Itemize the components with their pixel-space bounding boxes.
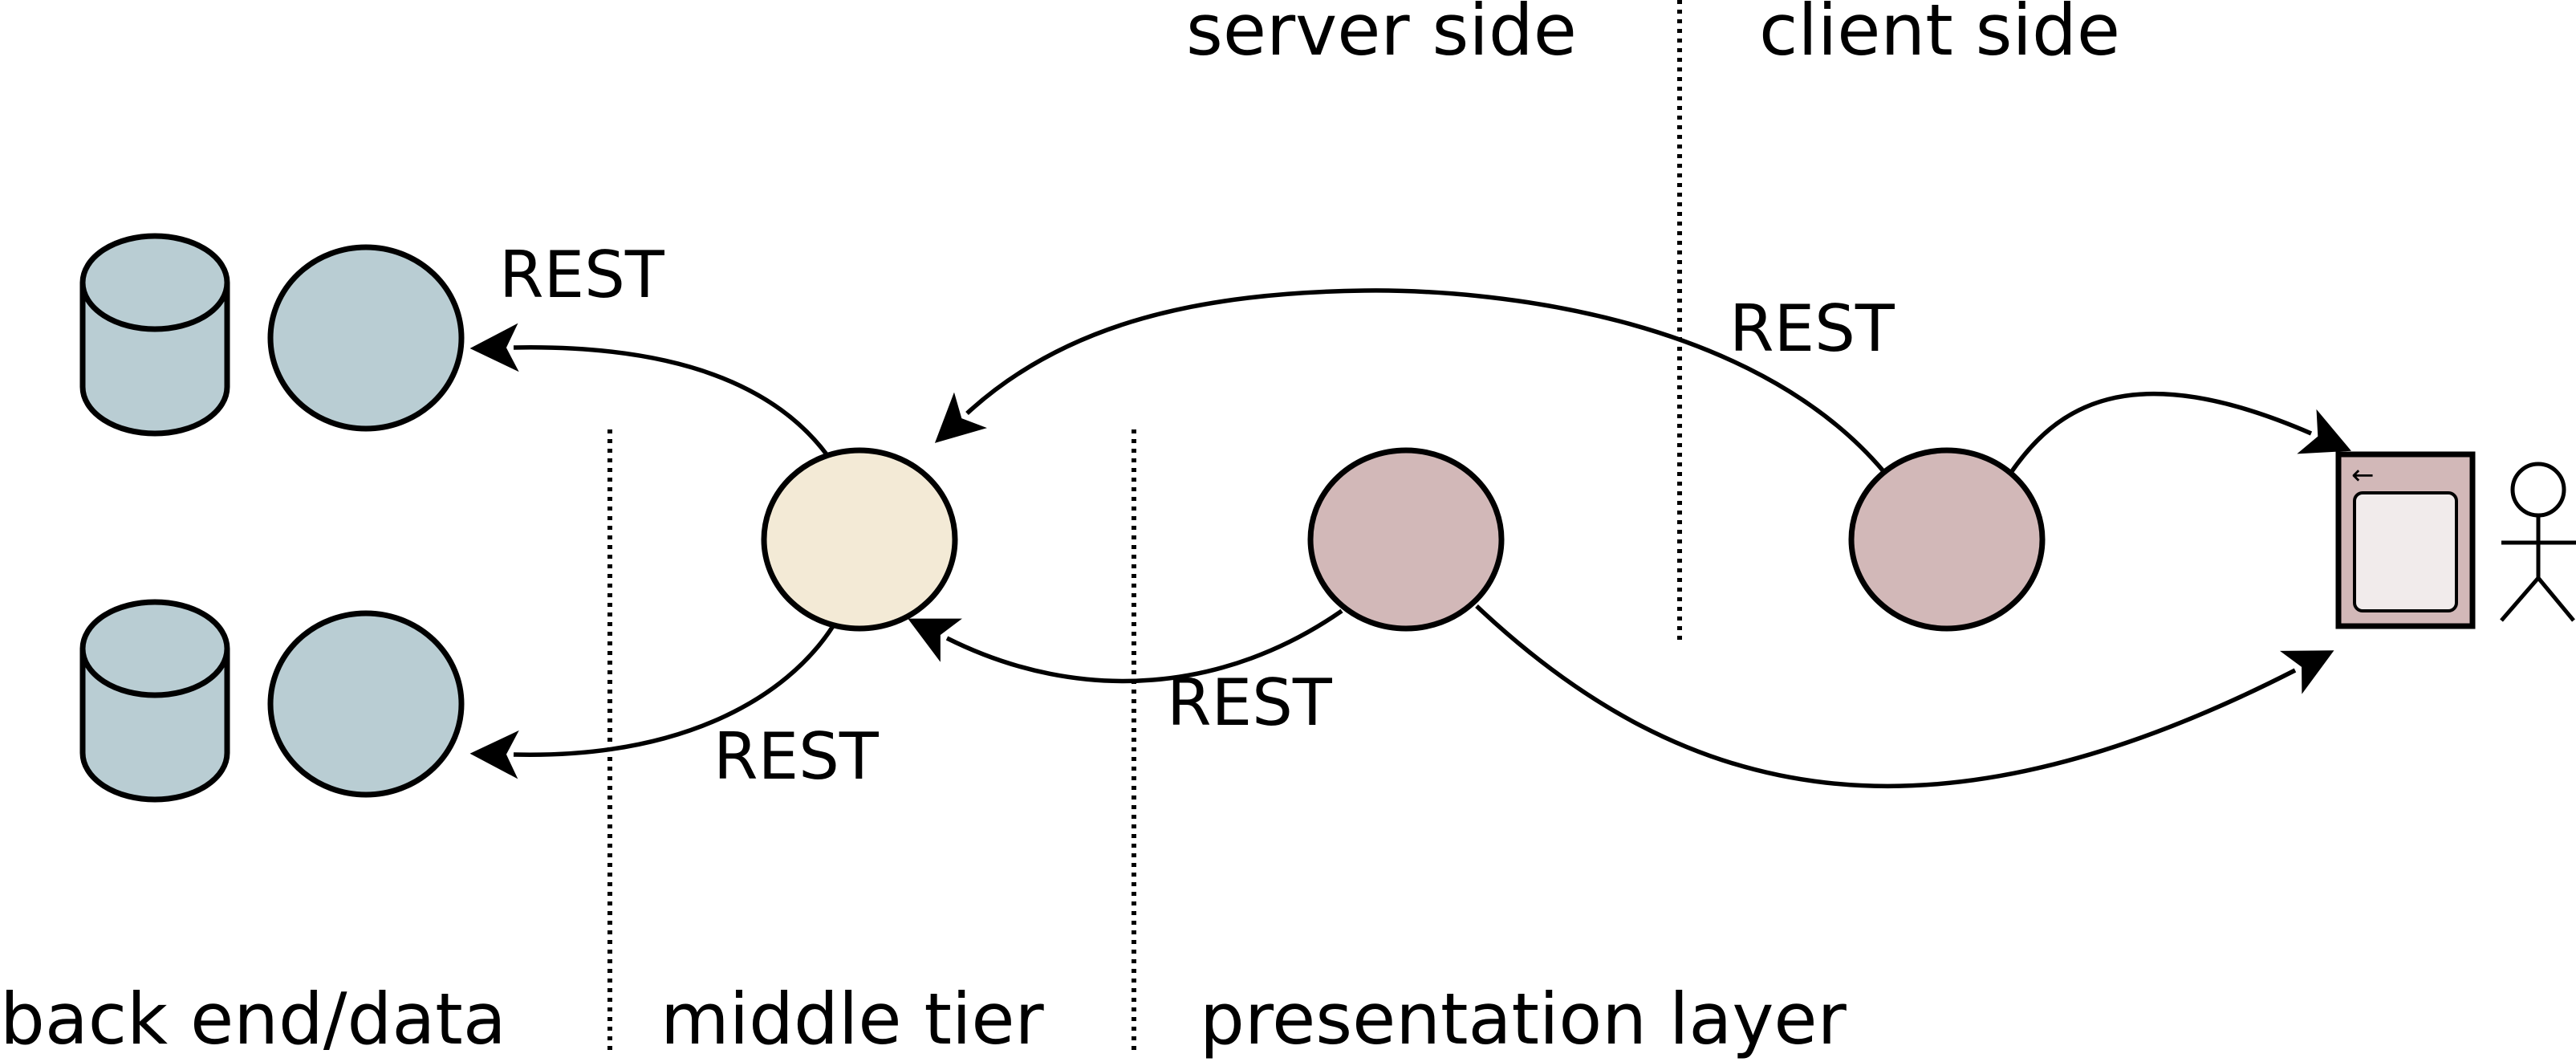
backend-service-node: [267, 244, 465, 432]
rest-edge-middle-to-backend-bottom: [469, 625, 835, 779]
rest-label: REST: [1167, 665, 1333, 740]
rest-label: REST: [499, 238, 665, 312]
browser-window-icon: ←: [2335, 451, 2476, 629]
client-side-label: client side: [1759, 0, 2120, 71]
middle-tier-node: [761, 447, 958, 632]
edge-client-to-browser: [2008, 391, 2351, 475]
backend-service-node: [267, 610, 465, 798]
rest-edge-client-to-middle: [934, 288, 1886, 473]
client-node: [1848, 447, 2046, 632]
middle-tier-label: middle tier: [660, 978, 1045, 1060]
back-arrow-icon: ←: [2351, 459, 2375, 491]
rest-label: REST: [1729, 291, 1895, 366]
back-end-data-label: back end/data: [0, 978, 506, 1060]
database-icon: [79, 599, 230, 803]
user-icon: [2500, 462, 2576, 622]
rest-edge-presentation-to-middle: [908, 608, 1343, 684]
server-side-label: server side: [1186, 0, 1577, 71]
rest-edge-middle-to-backend-top: [469, 323, 829, 456]
edge-presentation-to-browser: [1475, 604, 2334, 789]
database-icon: [79, 233, 230, 437]
presentation-layer-label: presentation layer: [1200, 978, 1847, 1060]
presentation-node: [1307, 447, 1505, 632]
rest-label: REST: [713, 719, 880, 794]
